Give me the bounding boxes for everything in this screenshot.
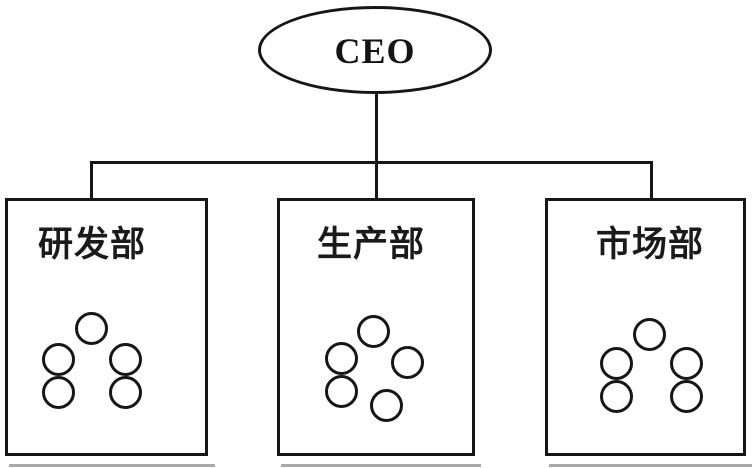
ceo-node: CEO xyxy=(258,6,492,94)
dept-label-production: 生产部 xyxy=(316,225,426,264)
member-circle xyxy=(370,389,403,422)
dept-label-rnd: 研发部 xyxy=(37,225,147,264)
box-shadow-line xyxy=(281,464,481,467)
member-circle xyxy=(42,343,75,376)
connector-horizontal-line xyxy=(90,161,653,164)
dept-box-rnd: 研发部 xyxy=(5,198,208,456)
member-circle xyxy=(357,315,390,348)
member-circle xyxy=(600,380,633,413)
member-circle xyxy=(42,376,75,409)
member-circle xyxy=(670,347,703,380)
member-circle xyxy=(325,342,358,375)
box-shadow-line xyxy=(549,464,752,467)
ceo-label: CEO xyxy=(334,31,416,71)
member-circle xyxy=(670,380,703,413)
dept-label-marketing: 市场部 xyxy=(595,225,705,264)
member-circle xyxy=(633,318,666,351)
member-circle xyxy=(600,347,633,380)
box-shadow-line xyxy=(9,464,215,467)
member-circle xyxy=(109,376,142,409)
dept-box-marketing: 市场部 xyxy=(545,198,746,456)
connector-right-stub-line xyxy=(650,161,653,198)
connector-left-stub-line xyxy=(90,161,93,198)
dept-box-production: 生产部 xyxy=(277,198,475,456)
member-circle xyxy=(75,312,108,345)
member-circle xyxy=(325,375,358,408)
member-circle xyxy=(391,346,424,379)
member-circle xyxy=(109,343,142,376)
connector-ceo-vertical-line xyxy=(375,93,378,198)
